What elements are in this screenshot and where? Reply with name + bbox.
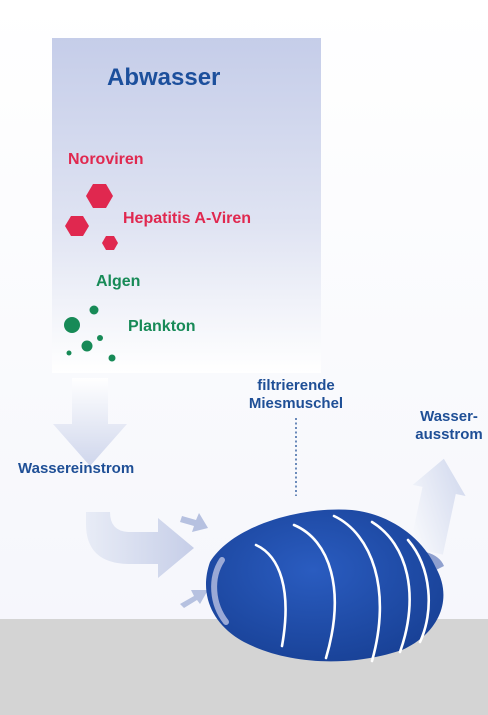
plankton-dot xyxy=(90,306,99,315)
label-mussel: filtrierende Miesmuschel xyxy=(222,377,370,413)
plankton-dot xyxy=(109,355,116,362)
plankton-dot xyxy=(67,351,72,356)
label-algae: Algen xyxy=(96,272,140,291)
plankton-dot xyxy=(64,317,80,333)
label-hepatitis: Hepatitis A-Viren xyxy=(123,209,251,228)
label-norovirus: Noroviren xyxy=(68,150,144,169)
title-abwasser: Abwasser xyxy=(107,64,220,93)
plankton-dot xyxy=(82,341,93,352)
label-mussel-line1: filtrierende xyxy=(222,377,370,395)
label-outflow: Wasser- ausstrom xyxy=(410,408,488,444)
label-inflow: Wassereinstrom xyxy=(18,460,134,478)
plankton-dot xyxy=(97,335,103,341)
label-outflow-line1: Wasser- xyxy=(410,408,488,426)
label-outflow-line2: ausstrom xyxy=(410,426,488,444)
label-mussel-line2: Miesmuschel xyxy=(222,395,370,413)
label-plankton: Plankton xyxy=(128,317,196,336)
